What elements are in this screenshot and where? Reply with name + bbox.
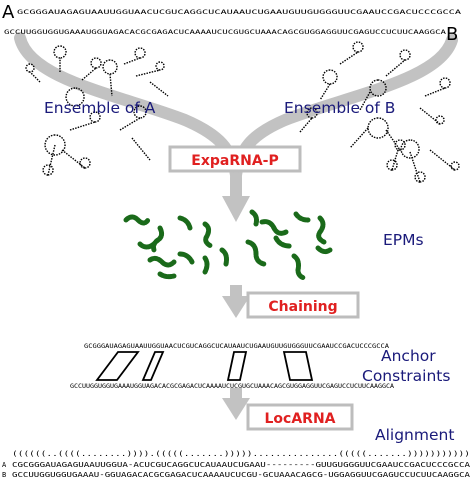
ensemble-b-label: Ensemble of B: [284, 99, 395, 117]
epm-blobs: [123, 209, 333, 281]
locarna-box: [246, 403, 354, 431]
arrow-shaft-2: [230, 285, 242, 299]
alignment-row-b: GCCUUGGUGGUGAAAU-GGUAGACACGCGAGACUCAAAAU…: [12, 471, 471, 479]
seq-a: GCGGGAUAGAGUAAUUGGUAACUCGUCAGGCUCAUAAUCU…: [17, 8, 461, 16]
arrow-head-3: [222, 398, 250, 420]
epms-label: EPMs: [383, 231, 424, 249]
anchor-label-2: Constraints: [362, 367, 450, 385]
label-a: A: [2, 2, 15, 23]
label-b: B: [446, 24, 458, 45]
locarna-label: LocARNA: [264, 411, 335, 427]
seq-b: GCCUUGGUGGUGAAAUGGUAGACACGCGAGACUCAAAAUC…: [4, 28, 446, 36]
exparna-box: [168, 145, 302, 173]
alignment-label: Alignment: [375, 426, 454, 444]
alignment-row-a-label: A: [2, 461, 7, 469]
anchor-seq-top: GCGGGAUAGAGUAAUUGGUAACUCGUCAGGCUCAUAAUCU…: [84, 343, 389, 350]
alignment-row-a: CGCGGGAUAGAGUAAUUGGUA-ACUCGUCAGGCUCAUAAU…: [12, 461, 471, 469]
chaining-label: Chaining: [268, 299, 337, 315]
anchor-seq-bottom: GCCUUGGUGGUGAAAUGGUAGACACGCGAGACUCAAAAUC…: [70, 383, 394, 390]
anchor-parallelograms: [95, 351, 314, 381]
chaining-box: [246, 291, 360, 319]
alignment-row-b-label: B: [2, 471, 6, 479]
ensemble-b-structures: [299, 41, 460, 183]
anchor-label-1: Anchor: [381, 347, 436, 365]
alignment-structure: ((((((..((((........)))).(((((.......)))…: [12, 450, 470, 458]
exparna-label: ExpaRNA-P: [191, 153, 278, 169]
flow-arrow-head-1: [222, 196, 250, 222]
ensemble-a-label: Ensemble of A: [44, 99, 156, 117]
ensemble-a-structures: [25, 45, 169, 176]
flow-arrows: [14, 32, 458, 206]
arrow-head-2: [222, 296, 250, 318]
